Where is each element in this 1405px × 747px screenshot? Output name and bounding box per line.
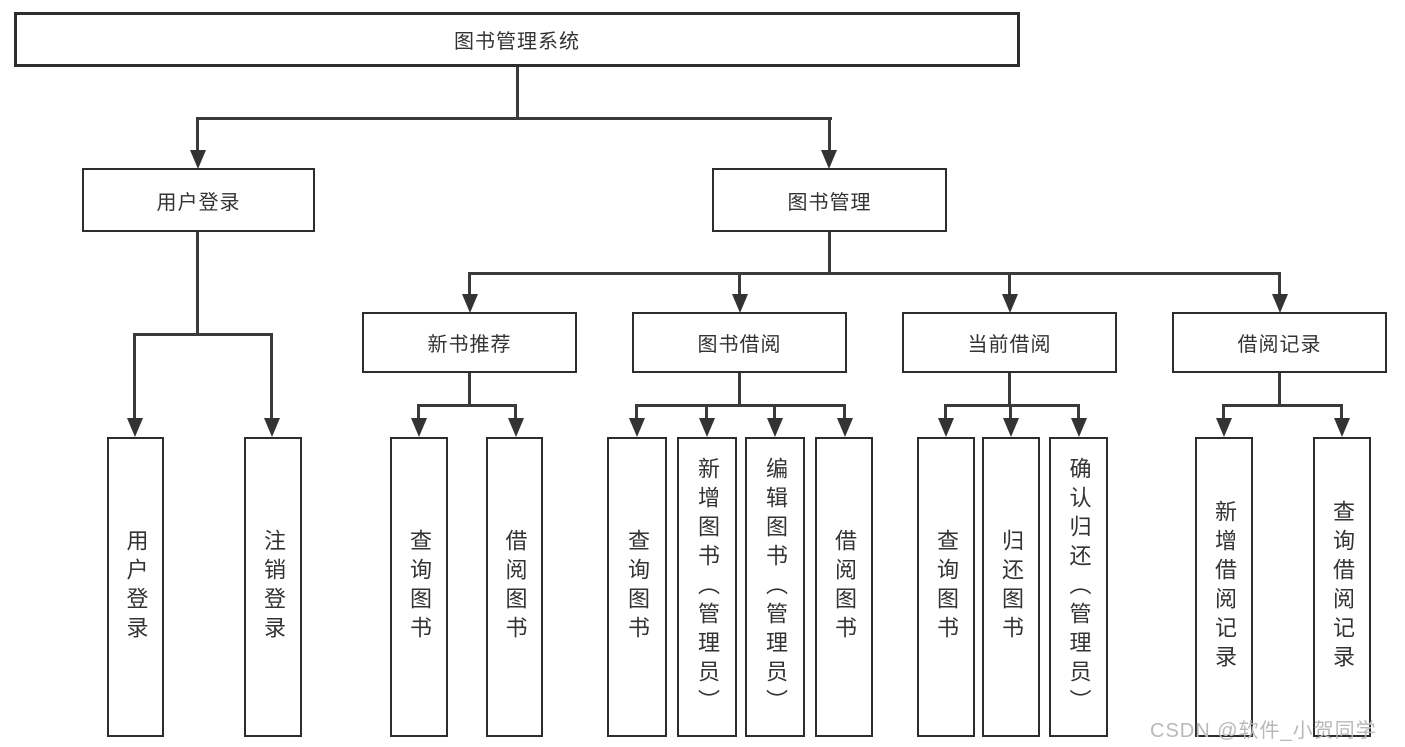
node-book-management: 图书管理: [712, 168, 947, 232]
connector-line: [944, 404, 1080, 407]
arrow-down-icon: [837, 418, 853, 437]
connector-line: [1222, 404, 1343, 407]
connector-line: [468, 272, 1281, 275]
arrow-down-icon: [411, 418, 427, 437]
node-new-book-recommendation: 新书推荐: [362, 312, 577, 373]
arrow-down-icon: [629, 418, 645, 437]
arrow-down-icon: [938, 418, 954, 437]
arrow-down-icon: [1334, 418, 1350, 437]
connector-line: [1008, 272, 1011, 296]
connector-line: [196, 117, 832, 120]
connector-line: [468, 272, 471, 296]
arrow-down-icon: [190, 150, 206, 169]
leaf-label: 新增图书（管理员）: [695, 456, 720, 718]
connector-line: [635, 404, 846, 407]
connector-line: [1278, 272, 1281, 296]
arrow-down-icon: [508, 418, 524, 437]
leaf-label: 查询借阅记录: [1330, 500, 1355, 674]
arrow-down-icon: [1003, 418, 1019, 437]
connector-line: [514, 404, 517, 420]
arrow-down-icon: [127, 418, 143, 437]
arrow-down-icon: [821, 150, 837, 169]
connector-line: [196, 232, 199, 335]
connector-line: [705, 404, 708, 420]
leaf-user-login: 用户登录: [107, 437, 164, 737]
connector-line: [133, 333, 136, 420]
arrow-down-icon: [1272, 294, 1288, 313]
leaf-confirm-return-admin: 确认归还（管理员）: [1049, 437, 1108, 737]
arrow-down-icon: [732, 294, 748, 313]
leaf-label: 编辑图书（管理员）: [763, 456, 788, 718]
leaf-return-books: 归还图书: [982, 437, 1040, 737]
leaf-query-books-current: 查询图书: [917, 437, 975, 737]
node-label: 用户登录: [156, 191, 241, 214]
leaf-label: 归还图书: [999, 529, 1024, 645]
leaf-label: 查询图书: [407, 529, 432, 645]
leaf-label: 查询图书: [934, 529, 959, 645]
arrow-down-icon: [767, 418, 783, 437]
node-user-login: 用户登录: [82, 168, 315, 232]
connector-line: [516, 67, 519, 119]
leaf-edit-books-admin: 编辑图书（管理员）: [745, 437, 805, 737]
leaf-label: 借阅图书: [832, 529, 857, 645]
connector-line: [270, 333, 273, 420]
node-borrowing-records: 借阅记录: [1172, 312, 1387, 373]
leaf-label: 确认归还（管理员）: [1066, 456, 1092, 718]
arrow-down-icon: [699, 418, 715, 437]
node-label: 图书借阅: [697, 334, 782, 356]
arrow-down-icon: [462, 294, 478, 313]
connector-line: [1009, 404, 1012, 420]
node-label: 新书推荐: [427, 334, 512, 356]
node-label: 当前借阅: [967, 334, 1052, 356]
node-current-borrowing: 当前借阅: [902, 312, 1117, 373]
leaf-label: 用户登录: [123, 529, 149, 645]
leaf-label: 注销登录: [261, 529, 286, 645]
connector-line: [417, 404, 517, 407]
connector-line: [944, 404, 947, 420]
connector-line: [738, 373, 741, 407]
connector-line: [773, 404, 776, 420]
node-label: 图书管理系统: [454, 31, 580, 53]
connector-line: [635, 404, 638, 420]
arrow-down-icon: [1002, 294, 1018, 313]
arrow-down-icon: [1071, 418, 1087, 437]
arrow-down-icon: [1216, 418, 1232, 437]
csdn-watermark: CSDN @软件_小贺同学: [1150, 720, 1377, 742]
arrow-down-icon: [264, 418, 280, 437]
node-library-management-system: 图书管理系统: [14, 12, 1020, 67]
connector-line: [843, 404, 846, 420]
leaf-label: 查询图书: [625, 529, 650, 645]
connector-line: [417, 404, 420, 420]
leaf-logout-login: 注销登录: [244, 437, 302, 737]
leaf-borrow-books-recommend: 借阅图书: [486, 437, 543, 737]
leaf-label: 借阅图书: [502, 529, 528, 645]
connector-line: [468, 373, 471, 407]
connector-line: [1077, 404, 1080, 420]
connector-line: [1340, 404, 1343, 420]
leaf-add-borrow-record: 新增借阅记录: [1195, 437, 1253, 737]
node-label: 借阅记录: [1237, 334, 1322, 356]
leaf-add-books-admin: 新增图书（管理员）: [677, 437, 737, 737]
connector-line: [196, 117, 199, 152]
leaf-query-borrow-record: 查询借阅记录: [1313, 437, 1371, 737]
leaf-label: 新增借阅记录: [1212, 500, 1237, 674]
node-label: 图书管理: [787, 191, 872, 214]
node-book-borrowing: 图书借阅: [632, 312, 847, 373]
leaf-query-books-recommend: 查询图书: [390, 437, 448, 737]
connector-line: [1278, 373, 1281, 407]
leaf-borrow-books: 借阅图书: [815, 437, 873, 737]
connector-line: [133, 333, 273, 336]
leaf-query-books-borrowing: 查询图书: [607, 437, 667, 737]
connector-line: [738, 272, 741, 296]
connector-line: [828, 117, 831, 152]
connector-line: [1222, 404, 1225, 420]
connector-line: [828, 232, 831, 274]
connector-line: [1008, 373, 1011, 407]
